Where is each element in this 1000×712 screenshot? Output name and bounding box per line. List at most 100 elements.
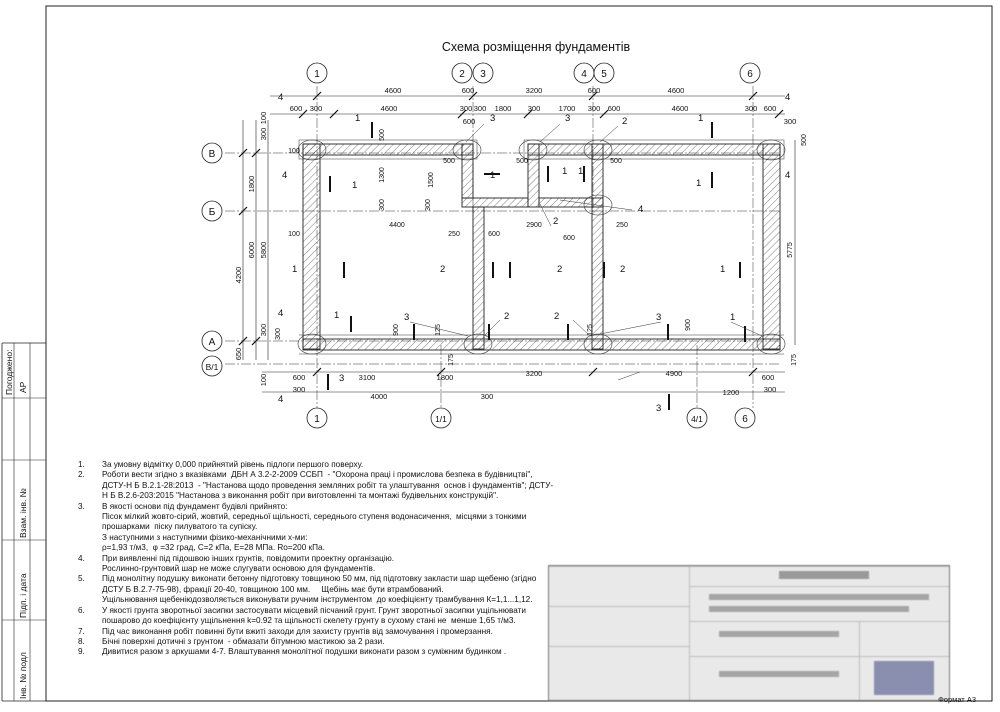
section-mark-1-a: 1	[292, 262, 345, 278]
svg-text:1: 1	[334, 310, 339, 321]
section-mark-1-b: 1	[720, 262, 741, 278]
svg-text:1300: 1300	[379, 167, 386, 183]
section-mark-4-b: 4	[785, 92, 790, 103]
svg-text:100: 100	[288, 148, 300, 155]
svg-text:125: 125	[587, 324, 594, 336]
svg-text:4: 4	[278, 394, 283, 405]
section-mark-1-i: 1	[484, 170, 500, 181]
section-mark-1-g: 1	[334, 310, 352, 332]
svg-text:2: 2	[554, 311, 559, 322]
svg-text:4: 4	[581, 69, 587, 80]
svg-text:1: 1	[720, 264, 725, 275]
svg-text:4: 4	[278, 308, 283, 319]
axis-marker-2-top: 2	[451, 62, 473, 84]
section-mark-1-c: 1	[355, 113, 373, 138]
svg-text:4: 4	[785, 170, 790, 181]
section-mark-2-b: 2	[509, 262, 562, 278]
svg-text:300: 300	[293, 385, 306, 394]
dimension-texts-inner: 4400 2900 250 600 600 250 100 100 500 50…	[275, 129, 808, 366]
dimension-texts-bottom: 600 3100 1800 3200 4900 600 300 4000 300…	[293, 369, 777, 401]
side-label-signature-date: Підп. і дата	[18, 573, 28, 618]
svg-text:3200: 3200	[526, 369, 543, 378]
svg-text:300: 300	[379, 199, 386, 211]
section-mark-4-d: 4	[785, 170, 790, 181]
svg-text:А: А	[209, 337, 216, 348]
dimension-texts-left: 300 100 1800 6000 4200 5800 300 650 100	[234, 112, 268, 387]
svg-text:500: 500	[516, 158, 528, 165]
format-label: Формат А3	[938, 695, 976, 704]
section-mark-3-d: 3	[656, 312, 669, 340]
note-4: 4.При виявленні під підошвою інших грунт…	[78, 553, 395, 574]
svg-text:4: 4	[278, 92, 283, 103]
svg-text:300: 300	[588, 104, 601, 113]
section-mark-2-a: 2	[440, 262, 494, 278]
svg-text:4600: 4600	[385, 86, 402, 95]
svg-text:300: 300	[275, 328, 282, 340]
drawing-title: Схема розміщення фундаментів	[442, 40, 631, 54]
svg-text:4600: 4600	[672, 104, 689, 113]
section-mark-2-c: 2	[603, 262, 625, 278]
axis-marker-6-top: 6	[739, 62, 761, 84]
side-label-ar: АР	[18, 381, 28, 393]
svg-text:1500: 1500	[428, 172, 435, 188]
axis-marker-1-top: 1	[306, 62, 328, 84]
svg-text:175: 175	[448, 354, 455, 366]
svg-text:1: 1	[314, 69, 320, 80]
svg-text:5: 5	[601, 69, 607, 80]
svg-text:300: 300	[745, 104, 758, 113]
svg-text:1700: 1700	[559, 104, 576, 113]
svg-text:2900: 2900	[526, 222, 542, 229]
section-mark-3-b: 3	[565, 113, 570, 124]
axis-marker-1-1-bottom: 1/1	[430, 407, 452, 429]
axis-markers-top: 1 2 3 4 5 6	[306, 62, 761, 84]
section-mark-3-e: 3	[327, 373, 344, 390]
svg-text:1200: 1200	[723, 388, 740, 397]
svg-text:4/1: 4/1	[691, 414, 703, 424]
section-mark-3-f: 3	[656, 394, 670, 414]
svg-text:300: 300	[784, 117, 797, 126]
svg-text:250: 250	[616, 222, 628, 229]
title-block-stamp	[548, 565, 950, 701]
axis-markers-left: В Б А В/1	[201, 142, 223, 377]
svg-text:1: 1	[355, 113, 360, 124]
svg-text:2: 2	[553, 216, 558, 227]
svg-text:1: 1	[352, 180, 357, 191]
svg-text:1: 1	[730, 312, 735, 323]
section-mark-1-d: 1	[698, 113, 713, 138]
section-mark-1-k: 1	[578, 166, 585, 182]
svg-text:3: 3	[490, 113, 495, 124]
section-mark-4-e: 4	[278, 308, 283, 319]
dimension-texts-top-2: 300 600 300 4600 600 300 1800 300 1700 3…	[290, 104, 797, 126]
axis-marker-4-1-bottom: 4/1	[686, 407, 708, 429]
svg-text:300: 300	[425, 199, 432, 211]
svg-text:600: 600	[588, 86, 601, 95]
svg-text:4: 4	[282, 170, 287, 181]
note-7: 7.Під час виконання робіт повинні бути в…	[78, 626, 493, 636]
svg-text:175: 175	[791, 354, 798, 366]
svg-text:3: 3	[565, 113, 570, 124]
svg-text:125: 125	[435, 324, 442, 336]
svg-text:Б: Б	[209, 207, 216, 218]
svg-text:300: 300	[310, 104, 323, 113]
axis-markers-bottom: 1 1/1 4/1 6	[306, 407, 756, 429]
side-binding-labels: Погоджено: АР Взам. інв. № Підп. і дата …	[2, 343, 46, 701]
svg-text:100: 100	[259, 112, 268, 125]
svg-text:6: 6	[742, 414, 748, 425]
section-mark-1-j: 1	[547, 166, 567, 182]
note-2: 2.Роботи вести згідно з вказівками ДБН А…	[78, 470, 554, 501]
general-notes: 1.За умовну відмітку 0,000 прийнятий рів…	[78, 460, 558, 658]
svg-text:1800: 1800	[495, 104, 512, 113]
svg-text:600: 600	[608, 104, 621, 113]
svg-text:300: 300	[460, 104, 473, 113]
svg-text:3: 3	[339, 373, 344, 384]
svg-text:600: 600	[290, 104, 303, 113]
svg-text:2: 2	[459, 69, 465, 80]
svg-text:5800: 5800	[259, 242, 268, 259]
side-label-inv-original: Інв. № подл	[18, 652, 28, 699]
svg-text:300: 300	[528, 104, 541, 113]
svg-text:3200: 3200	[526, 86, 543, 95]
section-mark-4-c: 4	[282, 170, 287, 181]
svg-text:600: 600	[462, 86, 475, 95]
section-mark-2-e: 2	[488, 311, 509, 340]
